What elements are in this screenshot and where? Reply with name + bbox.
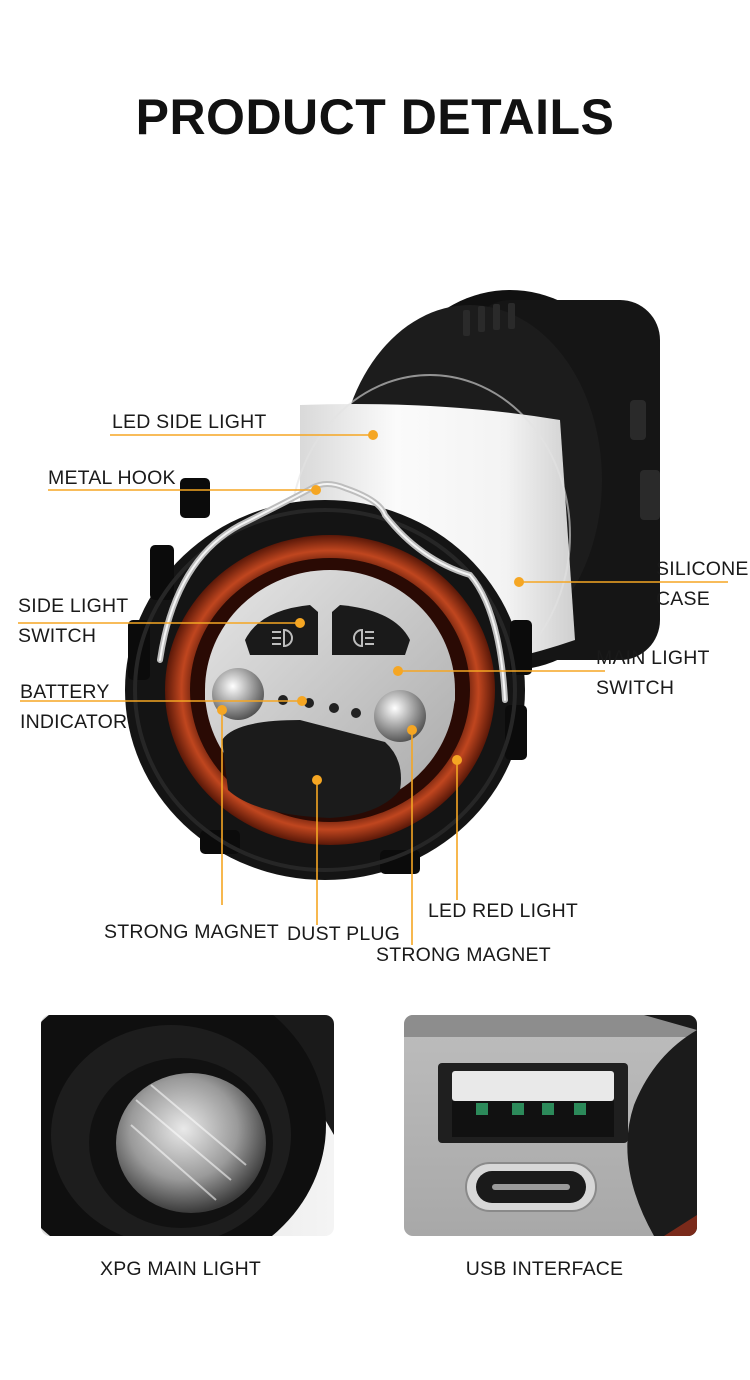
label-led-red-light: LED RED LIGHT [428, 900, 578, 922]
flashlight-lens-icon [41, 1015, 334, 1236]
callout-lines [18, 434, 728, 945]
label-strong-magnet-right: STRONG MAGNET [376, 944, 551, 966]
label-metal-hook: METAL HOOK [48, 467, 176, 489]
dust-plug-cover[interactable] [222, 720, 401, 818]
label-main-light-switch: MAIN LIGHT SWITCH [596, 647, 710, 699]
main-light-button[interactable] [332, 605, 410, 655]
label-strong-magnet-left: STRONG MAGNET [104, 921, 279, 943]
battery-indicator-dots [278, 695, 361, 718]
xpg-main-light-thumbnail [41, 1015, 334, 1236]
caption-usb-interface: USB INTERFACE [465, 1258, 624, 1280]
callout-dots [217, 430, 524, 785]
label-side-light-switch: SIDE LIGHT SWITCH [18, 595, 129, 647]
control-panel [205, 570, 455, 818]
lantern-product-illustration [18, 290, 728, 945]
usb-ports-icon [404, 1015, 697, 1236]
strong-magnet-right-icon [374, 690, 426, 742]
usb-interface-thumbnail [404, 1015, 697, 1236]
label-dust-plug: DUST PLUG [287, 923, 401, 945]
label-silicone-case: SILICONE CASE [656, 558, 749, 610]
side-light-button[interactable] [245, 605, 318, 655]
page-title: PRODUCT DETAILS [135, 89, 615, 145]
caption-xpg-main-light: XPG MAIN LIGHT [100, 1258, 261, 1280]
label-battery-indicator: BATTERY INDICATOR [20, 681, 128, 733]
label-led-side-light: LED SIDE LIGHT [112, 411, 267, 433]
